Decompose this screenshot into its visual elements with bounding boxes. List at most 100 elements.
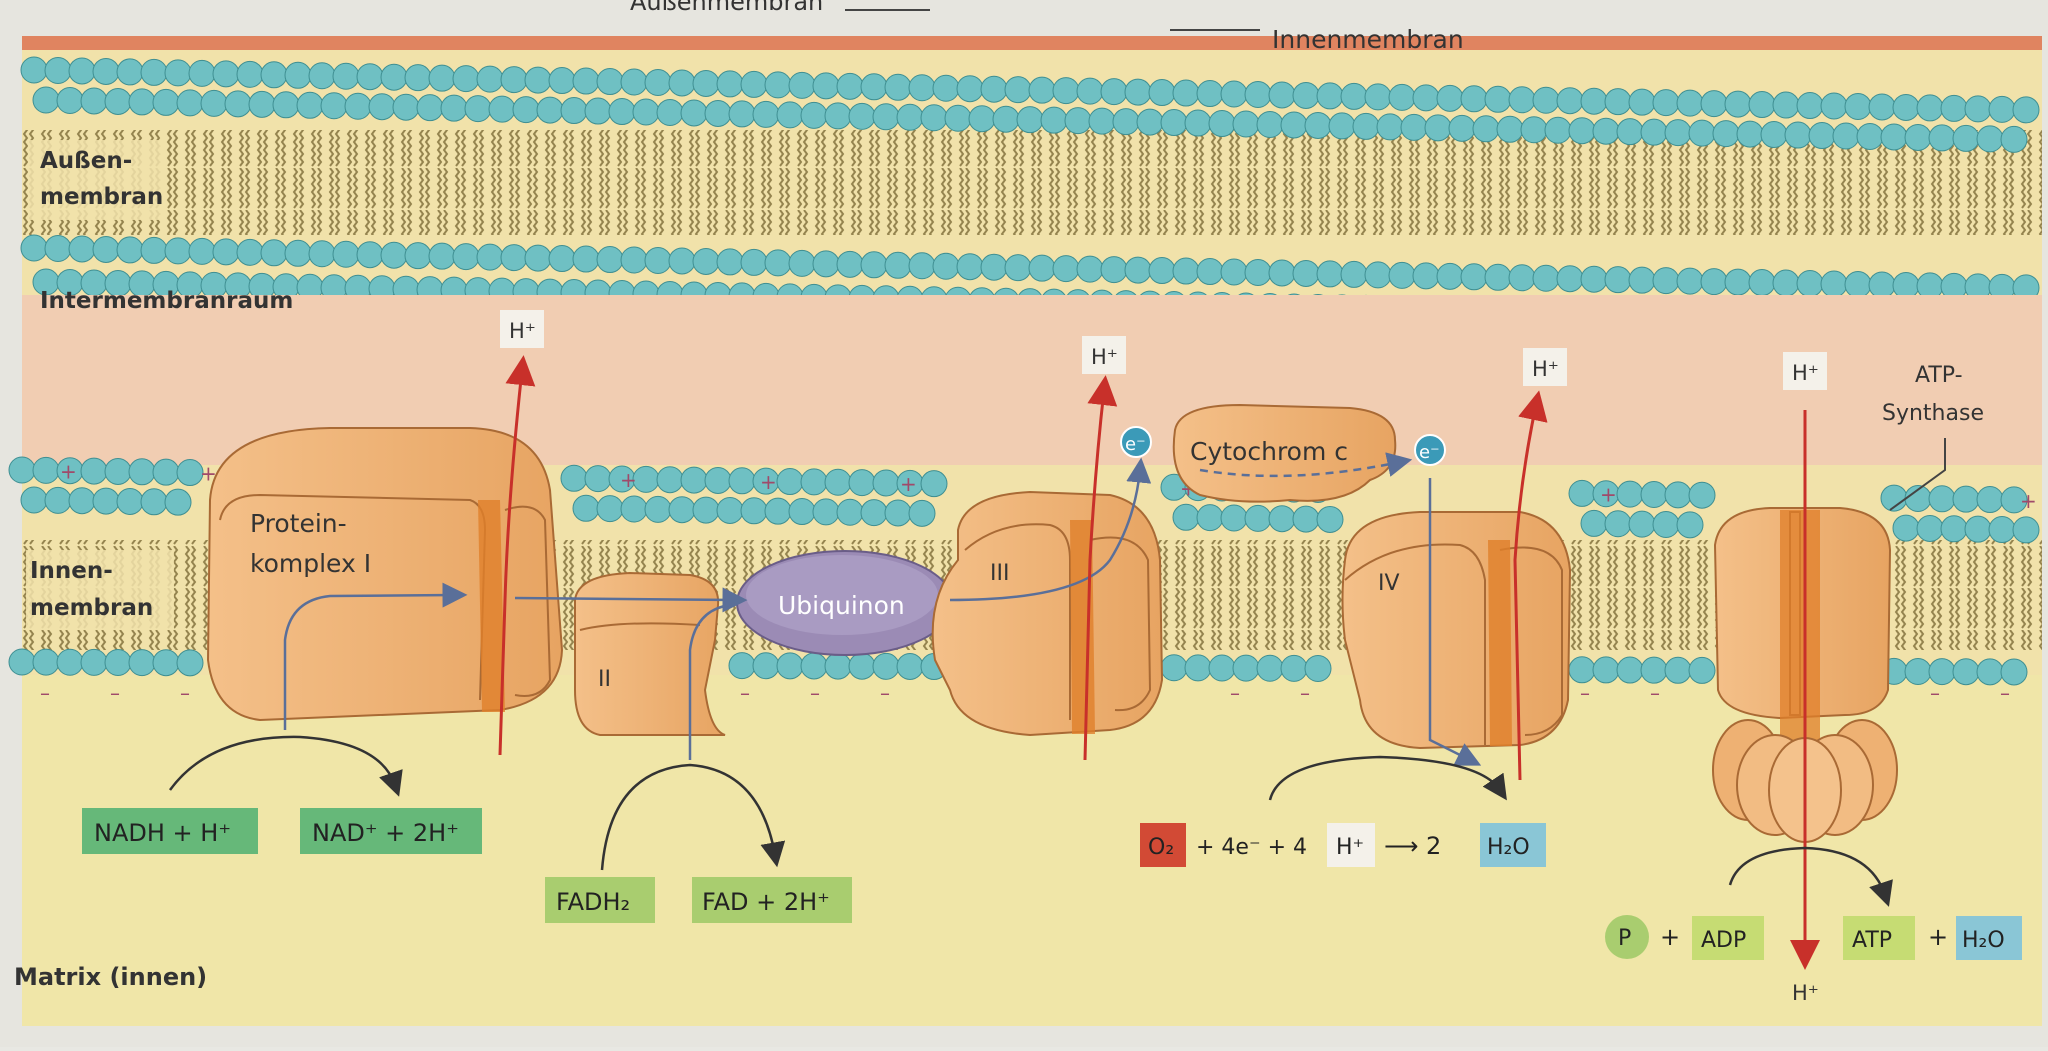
lipid-head (1532, 264, 1560, 292)
lipid-head (1304, 654, 1332, 682)
lipid-head (56, 86, 84, 114)
protein-complex-2: II (574, 571, 726, 736)
lipid-head (56, 648, 84, 676)
svg-text:H₂O: H₂O (1962, 928, 2005, 953)
electron-path-nadh (283, 582, 468, 730)
svg-text:H⁺: H⁺ (1792, 981, 1819, 1005)
lipid-head (1052, 77, 1080, 105)
atp-box: ATP (1843, 916, 1915, 960)
lipid-head (1856, 122, 1884, 150)
lipid-head (1352, 112, 1380, 140)
hplus-box-1: H⁺ (500, 310, 544, 348)
lipid-head (140, 488, 168, 516)
lipid-head (1616, 118, 1644, 146)
lipid-head (944, 104, 972, 132)
adp-box: ADP (1692, 916, 1764, 960)
lipid-head (1928, 124, 1956, 152)
lipid-head (800, 652, 828, 680)
complex-4-label: IV (1378, 571, 1400, 596)
lipid-head (1904, 657, 1932, 685)
lipid-head (1028, 254, 1056, 282)
proton-arrow-c4 (1513, 390, 1548, 781)
svg-text:O₂: O₂ (1148, 835, 1174, 860)
lipid-head (824, 652, 852, 680)
lipid-head (1868, 271, 1896, 299)
lipid-head (764, 249, 792, 277)
lipid-head (1952, 658, 1980, 686)
svg-text:H⁺: H⁺ (1792, 361, 1819, 385)
lipid-head (1916, 94, 1944, 122)
lipid-head (8, 456, 36, 484)
lipid-head (1388, 261, 1416, 289)
lipid-head (284, 61, 312, 89)
lipid-head (872, 652, 900, 680)
inner-membrane-label-1: Innen- (30, 558, 113, 584)
lipid-head (536, 96, 564, 124)
lipid-head (1280, 654, 1308, 682)
lipid-head (356, 63, 384, 91)
lipid-head (380, 63, 408, 91)
lipid-head (920, 470, 948, 498)
minus-charge: – (1580, 681, 1590, 705)
lipid-head (1760, 121, 1788, 149)
lipid-head (1892, 271, 1920, 299)
lipid-head (1208, 654, 1236, 682)
lipid-head (704, 99, 732, 127)
lipid-head (1292, 81, 1320, 109)
lipid-head (1472, 115, 1500, 143)
lipid-head (2012, 516, 2040, 544)
lipid-head (1004, 76, 1032, 104)
lipid-head (224, 90, 252, 118)
lipid-head (1568, 656, 1596, 684)
lipid-head (644, 495, 672, 523)
cytochrom-c: Cytochrom c (1172, 403, 1397, 503)
plus-charge: + (900, 472, 917, 496)
lipid-head (1784, 121, 1812, 149)
lipid-head (1304, 111, 1332, 139)
lipid-head (140, 58, 168, 86)
inner-membrane-heads-bottom (8, 648, 2028, 686)
lipid-head (128, 88, 156, 116)
lipid-head (32, 86, 60, 114)
lipid-head (116, 58, 144, 86)
outer-membrane-top-edge (22, 36, 2042, 50)
lipid-head (1832, 122, 1860, 150)
inner-label-bg (26, 550, 174, 630)
lipid-head (824, 468, 852, 496)
lipid-head (848, 652, 876, 680)
lipid-head (1568, 117, 1596, 145)
lipid-head (788, 249, 816, 277)
lipid-head (1172, 79, 1200, 107)
minus-charge: – (810, 681, 820, 705)
lipid-head (1940, 515, 1968, 543)
lipid-head (1628, 266, 1656, 294)
minus-charge: – (880, 681, 890, 705)
lipid-head (752, 652, 780, 680)
lipid-head (20, 486, 48, 514)
lipid-head (1268, 259, 1296, 287)
lipid-head (740, 248, 768, 276)
lipid-head (668, 247, 696, 275)
nadh-box: NADH + H⁺ (82, 808, 258, 854)
lipid-head (1964, 95, 1992, 123)
plus-1: + (1660, 923, 1680, 951)
lipid-head (1748, 91, 1776, 119)
lipid-head (800, 101, 828, 129)
lipid-head (560, 97, 588, 125)
lipid-head (1316, 505, 1344, 533)
lipid-head (332, 240, 360, 268)
lipid-head (1988, 516, 2016, 544)
lipid-head (1460, 263, 1488, 291)
lipid-head (1484, 263, 1512, 291)
lipid-head (644, 68, 672, 96)
lipid-head (1484, 85, 1512, 113)
svg-text:NAD⁺ + 2H⁺: NAD⁺ + 2H⁺ (312, 819, 459, 847)
outer-membrane-label-1: Außen- (40, 148, 132, 174)
h2o-box: H₂O (1480, 823, 1546, 867)
lipid-head (1676, 511, 1704, 539)
lipid-head (1292, 259, 1320, 287)
lipid-head (884, 251, 912, 279)
lipid-head (1376, 113, 1404, 141)
atp-synthase-label-2: Synthase (1882, 401, 1984, 426)
lipid-head (776, 101, 804, 129)
